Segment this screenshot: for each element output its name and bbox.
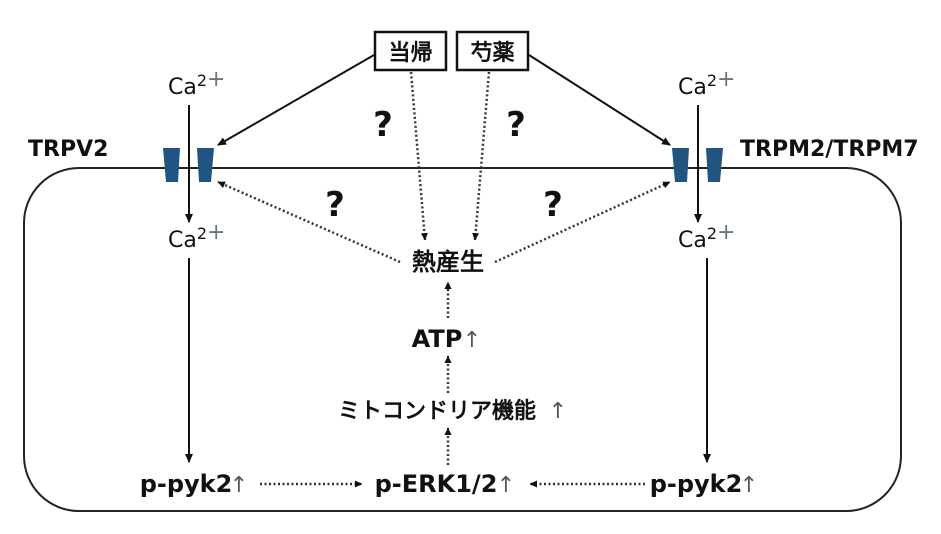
pyk2-right-label: p-pyk2 xyxy=(650,470,743,498)
pyk2-left-up-arrow-icon: ↑ xyxy=(230,473,248,498)
unknown-mark-4: ? xyxy=(543,185,563,225)
heat-production-label: 熱産生 xyxy=(412,248,484,276)
channel-trpv2 xyxy=(163,148,214,182)
ion-base: Ca xyxy=(678,75,707,100)
ion-charge-sign: + xyxy=(717,220,735,245)
ca-outside-left: Ca2+ xyxy=(168,67,225,100)
cell-membrane xyxy=(23,167,902,512)
ion-charge-sign: + xyxy=(717,67,735,92)
atp-up-arrow-icon: ↑ xyxy=(463,328,481,353)
ion-charge: 2 xyxy=(707,224,717,243)
pyk2-right-up-arrow-icon: ↑ xyxy=(740,473,758,498)
shakuyaku-to-trpm-arrow xyxy=(528,54,671,146)
mito-function-label: ミトコンドリア機能 xyxy=(338,398,536,424)
herb-shakuyaku-box: 芍薬 xyxy=(455,30,530,72)
ion-charge-sign: + xyxy=(207,220,225,245)
ion-charge: 2 xyxy=(197,71,207,90)
herb-toki-box: 当帰 xyxy=(373,30,448,72)
channel-subunit-icon xyxy=(706,148,723,182)
erk-up-arrow-icon: ↑ xyxy=(497,473,515,498)
toki-to-heat-dotted-arrow xyxy=(409,71,428,241)
ion-base: Ca xyxy=(678,228,707,253)
mito-up-arrow-icon: ↑ xyxy=(549,399,567,424)
channel-subunit-icon xyxy=(163,148,180,182)
heat-to-trpv2-dotted-arrow xyxy=(217,180,401,264)
ca-outside-right: Ca2+ xyxy=(678,67,735,100)
channel-subunit-icon xyxy=(672,148,689,182)
herb-toki-label: 当帰 xyxy=(388,41,432,66)
ion-base: Ca xyxy=(168,75,197,100)
ion-charge-sign: + xyxy=(207,67,225,92)
ion-charge: 2 xyxy=(707,71,717,90)
unknown-mark-1: ? xyxy=(373,105,393,145)
heat-to-trpm-dotted-arrow xyxy=(494,180,671,264)
atp-label: ATP xyxy=(412,325,463,353)
ion-charge: 2 xyxy=(197,224,207,243)
toki-to-trpv2-arrow xyxy=(217,54,375,146)
erk-label: p-ERK1/2 xyxy=(375,470,498,498)
ca-inside-right: Ca2+ xyxy=(678,220,735,253)
ion-base: Ca xyxy=(168,228,197,253)
unknown-mark-3: ? xyxy=(325,185,345,225)
unknown-mark-2: ? xyxy=(506,105,526,145)
herb-shakuyaku-label: 芍薬 xyxy=(470,40,514,66)
pyk2-left-label: p-pyk2 xyxy=(140,470,233,498)
channel-label-trpv2: TRPV2 xyxy=(28,137,108,162)
channel-trpm xyxy=(672,148,723,182)
channel-label-trpm: TRPM2/TRPM7 xyxy=(740,137,919,162)
channel-subunit-icon xyxy=(197,148,214,182)
shakuyaku-to-heat-dotted-arrow xyxy=(472,71,491,241)
ca-inside-left: Ca2+ xyxy=(168,220,225,253)
